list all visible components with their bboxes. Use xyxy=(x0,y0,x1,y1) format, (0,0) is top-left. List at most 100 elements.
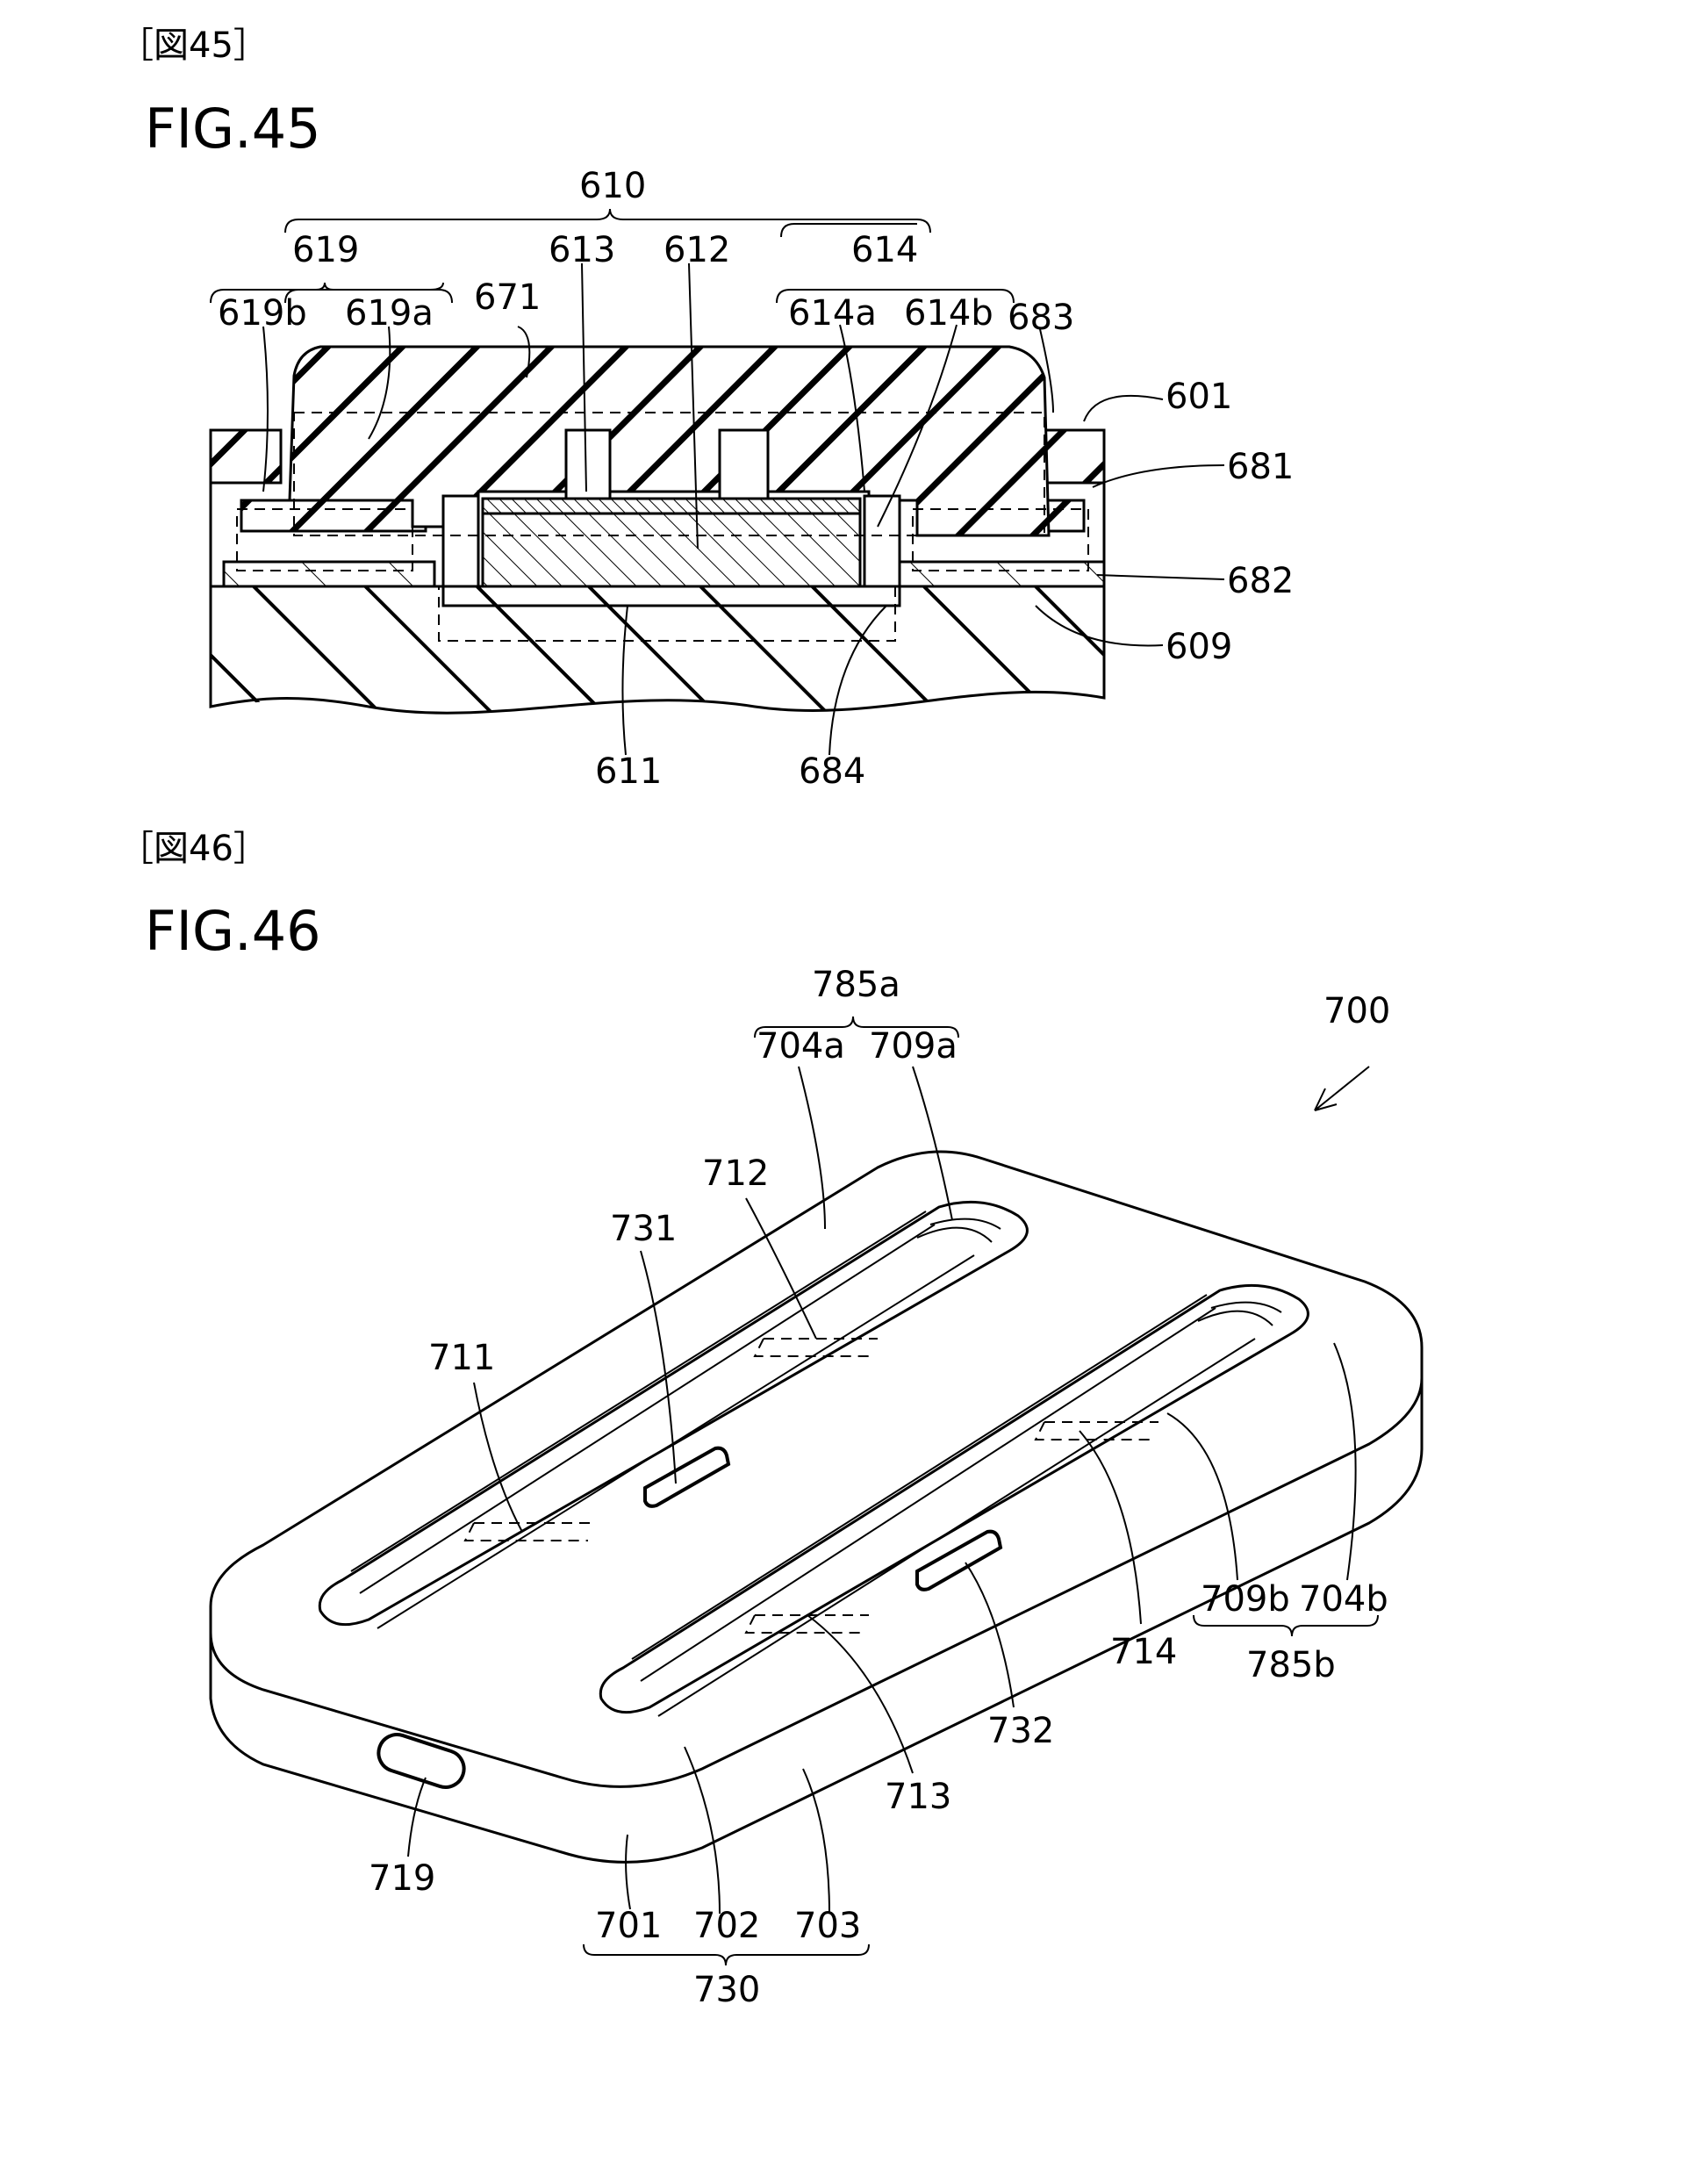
label-701: 701 xyxy=(595,1906,662,1946)
leader-612 xyxy=(688,262,699,550)
label-731: 731 xyxy=(610,1209,677,1249)
opening-2 xyxy=(718,428,770,500)
connector-719 xyxy=(377,1733,466,1789)
label-703: 703 xyxy=(794,1906,861,1946)
bar-731 xyxy=(643,1446,731,1508)
dashed-outline-right xyxy=(912,508,1089,571)
slot-a-rim-1 xyxy=(350,1211,927,1572)
layer-613 xyxy=(481,497,862,515)
fig45-cross-section xyxy=(209,208,1225,756)
label-682: 682 xyxy=(1227,561,1294,601)
label-702: 702 xyxy=(693,1906,760,1946)
leader-702 xyxy=(684,1746,721,1915)
leader-704b xyxy=(1333,1342,1357,1581)
fig46-title: FIG.46 xyxy=(145,899,321,963)
label-732: 732 xyxy=(987,1711,1054,1751)
brace-614 xyxy=(780,223,917,238)
leader-614a xyxy=(839,324,865,492)
plate-top-702 xyxy=(209,1150,1424,1788)
dashed-711 xyxy=(463,1522,597,1541)
slot-a-floor-line xyxy=(377,1254,975,1629)
label-619: 619 xyxy=(292,230,359,270)
slot-a-rim-2 xyxy=(359,1224,936,1594)
label-709b: 709b xyxy=(1201,1579,1290,1620)
dashed-outline-center xyxy=(438,586,896,642)
plate-side-703 xyxy=(209,1378,1424,1864)
leader-709a xyxy=(912,1066,953,1221)
label-700: 700 xyxy=(1323,991,1390,1031)
post-right xyxy=(863,494,901,588)
leader-601 xyxy=(1083,394,1164,422)
bar-732 xyxy=(915,1529,1003,1591)
fig45-header: ［図45］ xyxy=(118,25,269,66)
slot-b-edge-2 xyxy=(1197,1310,1273,1326)
leader-619b xyxy=(262,326,269,492)
label-611: 611 xyxy=(595,751,662,792)
label-613: 613 xyxy=(549,230,615,270)
figure-45: ［図45］ FIG.45 xyxy=(118,25,1294,792)
leader-711 xyxy=(473,1382,523,1533)
leader-709b xyxy=(1166,1412,1238,1581)
slot-709a xyxy=(318,1200,1029,1627)
brace-785a xyxy=(754,1016,959,1038)
dashed-outline-top xyxy=(293,412,1045,536)
label-614a: 614a xyxy=(788,293,877,334)
base-outline xyxy=(209,430,1106,715)
cavity-floor-611 xyxy=(441,585,901,607)
slot-b-edge-1 xyxy=(1210,1301,1282,1313)
label-614b: 614b xyxy=(904,293,993,334)
brace-614ab xyxy=(776,289,1015,304)
label-719: 719 xyxy=(369,1858,435,1899)
brace-610 xyxy=(284,208,931,233)
slot-a-edge-2 xyxy=(916,1226,993,1243)
fig45-labels: 610 619 613 612 614 619b 619a 671 614a 6… xyxy=(218,166,1294,792)
label-714: 714 xyxy=(1110,1632,1177,1672)
slot-a-edge-1 xyxy=(929,1218,1001,1230)
post-left xyxy=(441,494,480,588)
slot-b-rim-2 xyxy=(640,1307,1216,1682)
leader-619a xyxy=(368,326,391,440)
label-713: 713 xyxy=(885,1777,951,1817)
leader-719 xyxy=(407,1777,427,1857)
label-609: 609 xyxy=(1166,627,1232,667)
dashed-712 xyxy=(753,1338,878,1357)
leader-732 xyxy=(965,1562,1015,1708)
brace-619ab xyxy=(210,282,444,304)
slot-709b xyxy=(599,1283,1309,1714)
substrate-601-right xyxy=(1043,428,1106,485)
layer-682-right xyxy=(898,560,1106,588)
opening-1 xyxy=(564,428,612,500)
figure-46: ［図46］ FIG.46 xyxy=(118,829,1424,2010)
label-612: 612 xyxy=(664,230,730,270)
leader-712 xyxy=(745,1197,817,1340)
label-671: 671 xyxy=(474,277,541,318)
leader-683 xyxy=(1039,328,1054,413)
leader-731 xyxy=(640,1250,677,1484)
label-709a: 709a xyxy=(869,1026,958,1067)
label-704a: 704a xyxy=(757,1026,845,1067)
fig46-device-700 xyxy=(209,1016,1424,1966)
dashed-outline-left xyxy=(236,508,413,571)
substrate-601-left xyxy=(209,428,283,485)
leader-611 xyxy=(621,605,628,756)
label-619a: 619a xyxy=(345,293,434,334)
leader-701 xyxy=(625,1834,631,1910)
label-730: 730 xyxy=(693,1970,760,2010)
brace-730 xyxy=(583,1943,870,1966)
layer-682-left xyxy=(222,560,436,588)
label-785b: 785b xyxy=(1246,1645,1336,1685)
label-704b: 704b xyxy=(1299,1579,1388,1620)
leader-682 xyxy=(1096,574,1225,580)
fig46-header: ［図46］ xyxy=(118,829,269,869)
layer-681-left xyxy=(240,499,427,533)
label-683: 683 xyxy=(1008,298,1074,338)
fig46-labels: 785a 704a 709a 700 712 731 711 709b 704b… xyxy=(369,965,1390,2010)
component-612 xyxy=(481,512,862,588)
label-712: 712 xyxy=(702,1153,769,1194)
leader-714 xyxy=(1079,1430,1142,1625)
base-layer-609 xyxy=(211,586,1104,714)
leader-613 xyxy=(581,262,587,492)
label-601: 601 xyxy=(1166,377,1232,417)
dashed-714 xyxy=(1034,1421,1158,1440)
